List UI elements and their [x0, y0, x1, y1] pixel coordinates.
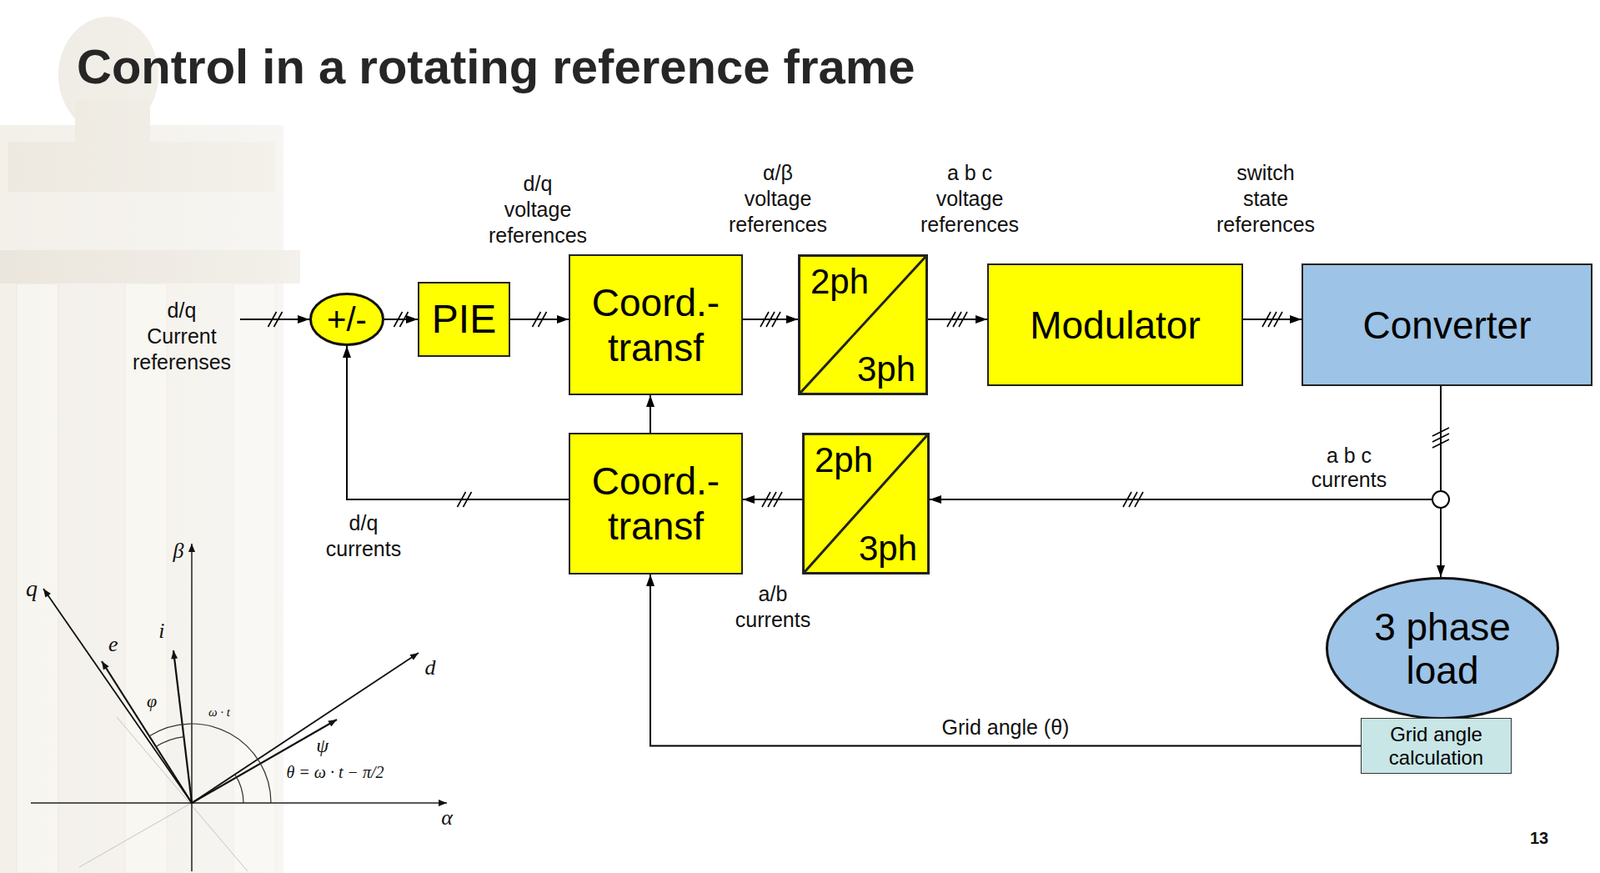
q-axis	[43, 588, 192, 803]
signal-label: a/b currents	[735, 581, 811, 633]
vector-label: ψ⃗	[315, 733, 345, 758]
signal-arrow	[929, 386, 1441, 500]
ellipse-shape	[310, 294, 384, 346]
fade-overlay	[0, 0, 451, 873]
phase-label: 3ph	[858, 528, 918, 569]
grid-line	[116, 717, 248, 872]
i-vector	[173, 650, 192, 803]
operator-sign: +/-	[326, 300, 367, 339]
angle-label: ω · t	[208, 704, 231, 720]
beta-axis	[190, 543, 193, 872]
phasor-diagram	[30, 543, 447, 872]
signal-label: d/q currents	[326, 510, 402, 562]
vector-label: e⃗	[108, 631, 136, 658]
current-sensor	[1432, 491, 1450, 508]
signal-arrow	[384, 318, 418, 321]
signal-arrow	[510, 318, 569, 321]
signal-label: switch state references	[1216, 160, 1315, 238]
signal-arrow	[650, 574, 1361, 747]
signal-arrow	[346, 346, 569, 500]
signal-label: a b c voltage references	[920, 160, 1019, 238]
signal-label: d/q voltage references	[488, 170, 587, 249]
phase-converter-block: 2ph 3ph	[797, 254, 928, 396]
phase-label: 2ph	[814, 440, 873, 481]
axis-label: α	[441, 805, 453, 831]
angle-formula: θ = ω · t − π/2	[285, 762, 384, 783]
signal-label: a b c currents	[1311, 443, 1387, 492]
diagonal-line	[800, 256, 926, 393]
phase-converter-block: 2ph 3ph	[802, 432, 930, 575]
vector-label: i⃗	[158, 618, 181, 644]
summing-junction: +/-	[309, 292, 385, 347]
edge-label: Grid angle (θ)	[938, 714, 1074, 740]
phase-label: 2ph	[810, 261, 869, 302]
block-label: 3 phase load	[1374, 605, 1511, 693]
converter-block: Converter	[1301, 263, 1593, 387]
angle-label: φ	[146, 690, 157, 713]
theta-arc	[235, 774, 244, 803]
d-axis	[191, 652, 419, 803]
block-label: Grid angle calculation	[1389, 722, 1484, 770]
signal-label: d/q Current referenses	[132, 297, 231, 376]
controller-block: PIE	[417, 281, 511, 357]
calculation-box: Grid angle calculation	[1360, 717, 1512, 774]
block-label: Coord.-transf	[591, 280, 720, 371]
block-label: Coord.-transf	[591, 458, 720, 549]
block-label: Converter	[1363, 302, 1532, 348]
input-line	[240, 318, 310, 321]
axis-label: q	[25, 575, 38, 602]
transform-block: Coord.-transf	[568, 432, 743, 575]
axis-label: d	[425, 655, 437, 681]
alpha-axis	[30, 802, 447, 804]
axis-label: β	[173, 538, 185, 564]
modulator-block: Modulator	[987, 263, 1244, 387]
block-label: PIE	[431, 296, 497, 342]
omega-arc	[149, 723, 271, 803]
ellipse-shape	[1327, 578, 1559, 719]
diagonal-line	[804, 435, 928, 572]
slide-title: Control in a rotating reference frame	[76, 38, 916, 96]
page-number: 13	[1529, 827, 1549, 848]
transform-block: Coord.-transf	[568, 254, 743, 396]
block-label: Modulator	[1029, 302, 1201, 348]
psi-vector	[191, 719, 337, 803]
phase-label: 3ph	[857, 349, 916, 390]
signal-arrow	[649, 395, 652, 433]
signal-label: α/β voltage references	[728, 160, 828, 238]
phi-arc	[155, 737, 185, 748]
load-ellipse: 3 phase load	[1325, 576, 1560, 720]
e-vector	[101, 661, 192, 803]
